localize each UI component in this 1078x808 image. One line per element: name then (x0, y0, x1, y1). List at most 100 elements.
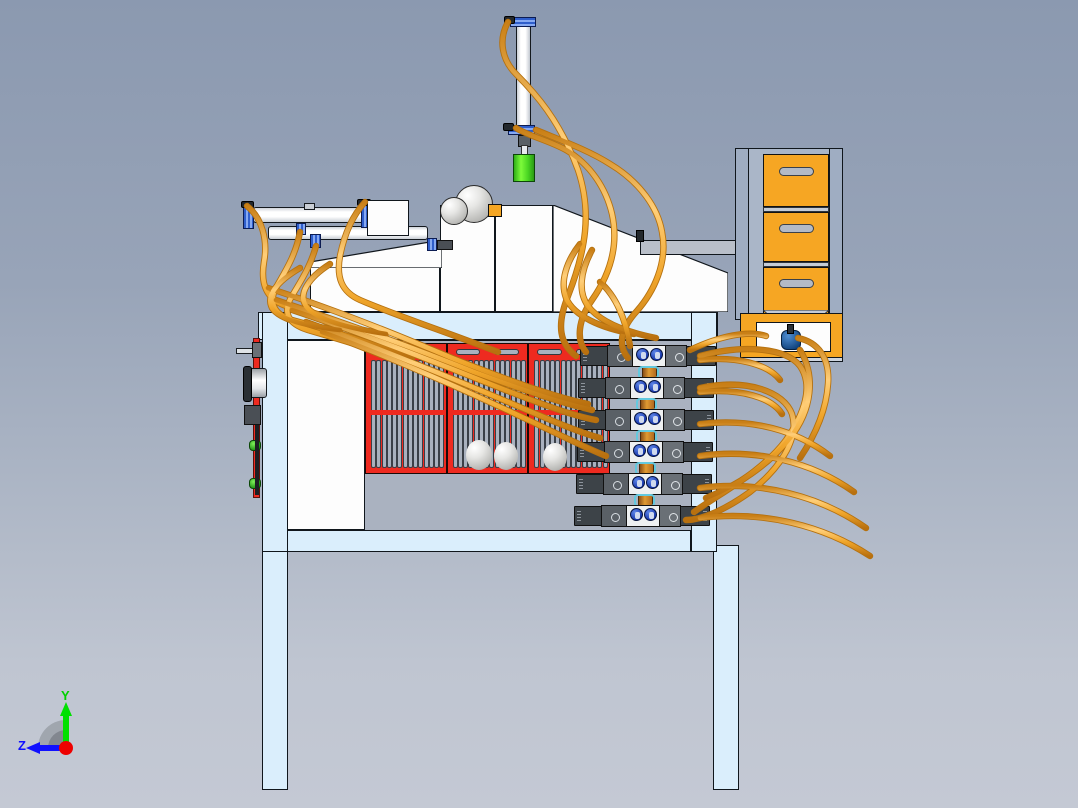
pump-valve-stem (787, 324, 794, 334)
valve-body-left (603, 473, 629, 495)
louvre-mid-band (447, 410, 528, 415)
vertical-cylinder-top-fitting (504, 16, 515, 24)
axis-label-y: Y (61, 688, 70, 703)
sphere-tab (488, 204, 502, 217)
cylinder-1-fitting-left (241, 201, 254, 208)
left-plate-edge (255, 425, 259, 495)
drum-end-ring (243, 366, 252, 402)
vertical-cylinder-bottom-fitting (503, 123, 514, 131)
valve-body-right (665, 345, 687, 367)
upper-housing-center2 (495, 205, 553, 312)
valve-body-right (663, 377, 685, 399)
louvre-top-slot (455, 349, 481, 355)
crate-1-handle (779, 167, 814, 176)
vertical-pneumatic-cylinder (516, 20, 531, 132)
valve-screw-icon (615, 417, 624, 426)
valve-body-right (662, 441, 684, 463)
push-in-fitting-1 (634, 380, 647, 393)
louvre-top-slot (494, 349, 520, 355)
table-bottom-rail (286, 530, 691, 552)
push-in-fitting-2 (646, 476, 659, 489)
valve-body-left (607, 345, 633, 367)
crate-2[interactable] (763, 212, 829, 262)
louvre-top-slot (412, 349, 438, 355)
valve-screw-icon (615, 385, 624, 394)
push-in-fitting-1 (632, 476, 645, 489)
solenoid-coil-right (683, 442, 713, 462)
green-gripper-tool (513, 154, 535, 182)
solenoid-coil-right (684, 378, 714, 398)
valve-body-left (604, 441, 630, 463)
valve-body-right (661, 473, 683, 495)
cylinder-1-endcap-left (243, 207, 254, 229)
valve-body-left (605, 409, 631, 431)
solenoid-coil-right (682, 474, 712, 494)
push-in-fitting-2 (650, 348, 663, 361)
axis-label-z: Z (18, 738, 26, 753)
crate-rack-upright-right (829, 148, 843, 320)
push-in-fitting-2 (648, 412, 661, 425)
solenoid-valve-unit[interactable] (578, 409, 714, 431)
ball-in-tray-1 (466, 440, 492, 470)
shaft-collar (252, 342, 262, 358)
louvre-mid-band (366, 410, 446, 415)
crate-1-lip (763, 207, 829, 212)
crate-1[interactable] (763, 154, 829, 207)
valve-screw-icon (673, 385, 682, 394)
cylinder-top-lug (304, 203, 315, 210)
valve-screw-icon (669, 513, 678, 522)
ball-in-tray-2 (494, 442, 518, 470)
solenoid-valve-unit[interactable] (574, 505, 710, 527)
push-in-fitting-1 (630, 508, 643, 521)
valve-body-right (663, 409, 685, 431)
actuator-mount-plate (367, 200, 409, 236)
push-in-fitting-1 (633, 444, 646, 457)
louvre-top-slot (374, 349, 399, 355)
housing-top-fitting (636, 230, 644, 242)
valve-screw-icon (673, 417, 682, 426)
solenoid-coil-right (684, 410, 714, 430)
solenoid-coil-right (686, 346, 716, 366)
axis-orientation-triad[interactable]: Y Z (18, 688, 118, 770)
crate-2-lip (763, 262, 829, 267)
valve-body-right (659, 505, 681, 527)
cylinder-2-endcap-right (427, 238, 437, 251)
cabinet-inner-white-panel (286, 340, 365, 530)
valve-screw-icon (617, 353, 626, 362)
solenoid-valve-unit[interactable] (577, 441, 713, 463)
louvre-top-slot (537, 349, 563, 355)
valve-screw-icon (675, 353, 684, 362)
base-unit-foot (740, 357, 843, 362)
push-in-fitting-2 (647, 444, 660, 457)
crate-rack-upright-left (735, 148, 749, 320)
table-leg-left (262, 545, 288, 790)
valve-screw-icon (672, 449, 681, 458)
solenoid-valve-unit[interactable] (578, 377, 714, 399)
solenoid-coil-left (580, 346, 608, 366)
cylinder-slider-block-1 (296, 223, 306, 235)
upper-housing-left (310, 262, 440, 312)
upper-housing-slope (553, 205, 728, 312)
upper-housing-left-slope (310, 240, 442, 268)
solenoid-coil-left (578, 378, 606, 398)
solenoid-valve-unit[interactable] (576, 473, 712, 495)
valve-body-left (605, 377, 631, 399)
solenoid-coil-left (578, 410, 606, 430)
valve-screw-icon (671, 481, 680, 490)
louvre-section (365, 343, 447, 474)
crate-2-handle (779, 224, 814, 233)
push-in-fitting-2 (644, 508, 657, 521)
cylinder-slider-block-2 (310, 234, 321, 248)
motor-terminal-block (244, 405, 261, 425)
table-top-rail (258, 312, 718, 340)
ball-in-tray-3 (543, 443, 567, 471)
solenoid-coil-left (577, 442, 605, 462)
solenoid-valve-unit[interactable] (580, 345, 716, 367)
valve-body-left (601, 505, 627, 527)
crate-3-handle (779, 279, 814, 288)
crate-3[interactable] (763, 267, 829, 315)
push-in-fitting-2 (648, 380, 661, 393)
table-post-left-inner (262, 312, 288, 552)
table-leg-right (713, 545, 739, 790)
